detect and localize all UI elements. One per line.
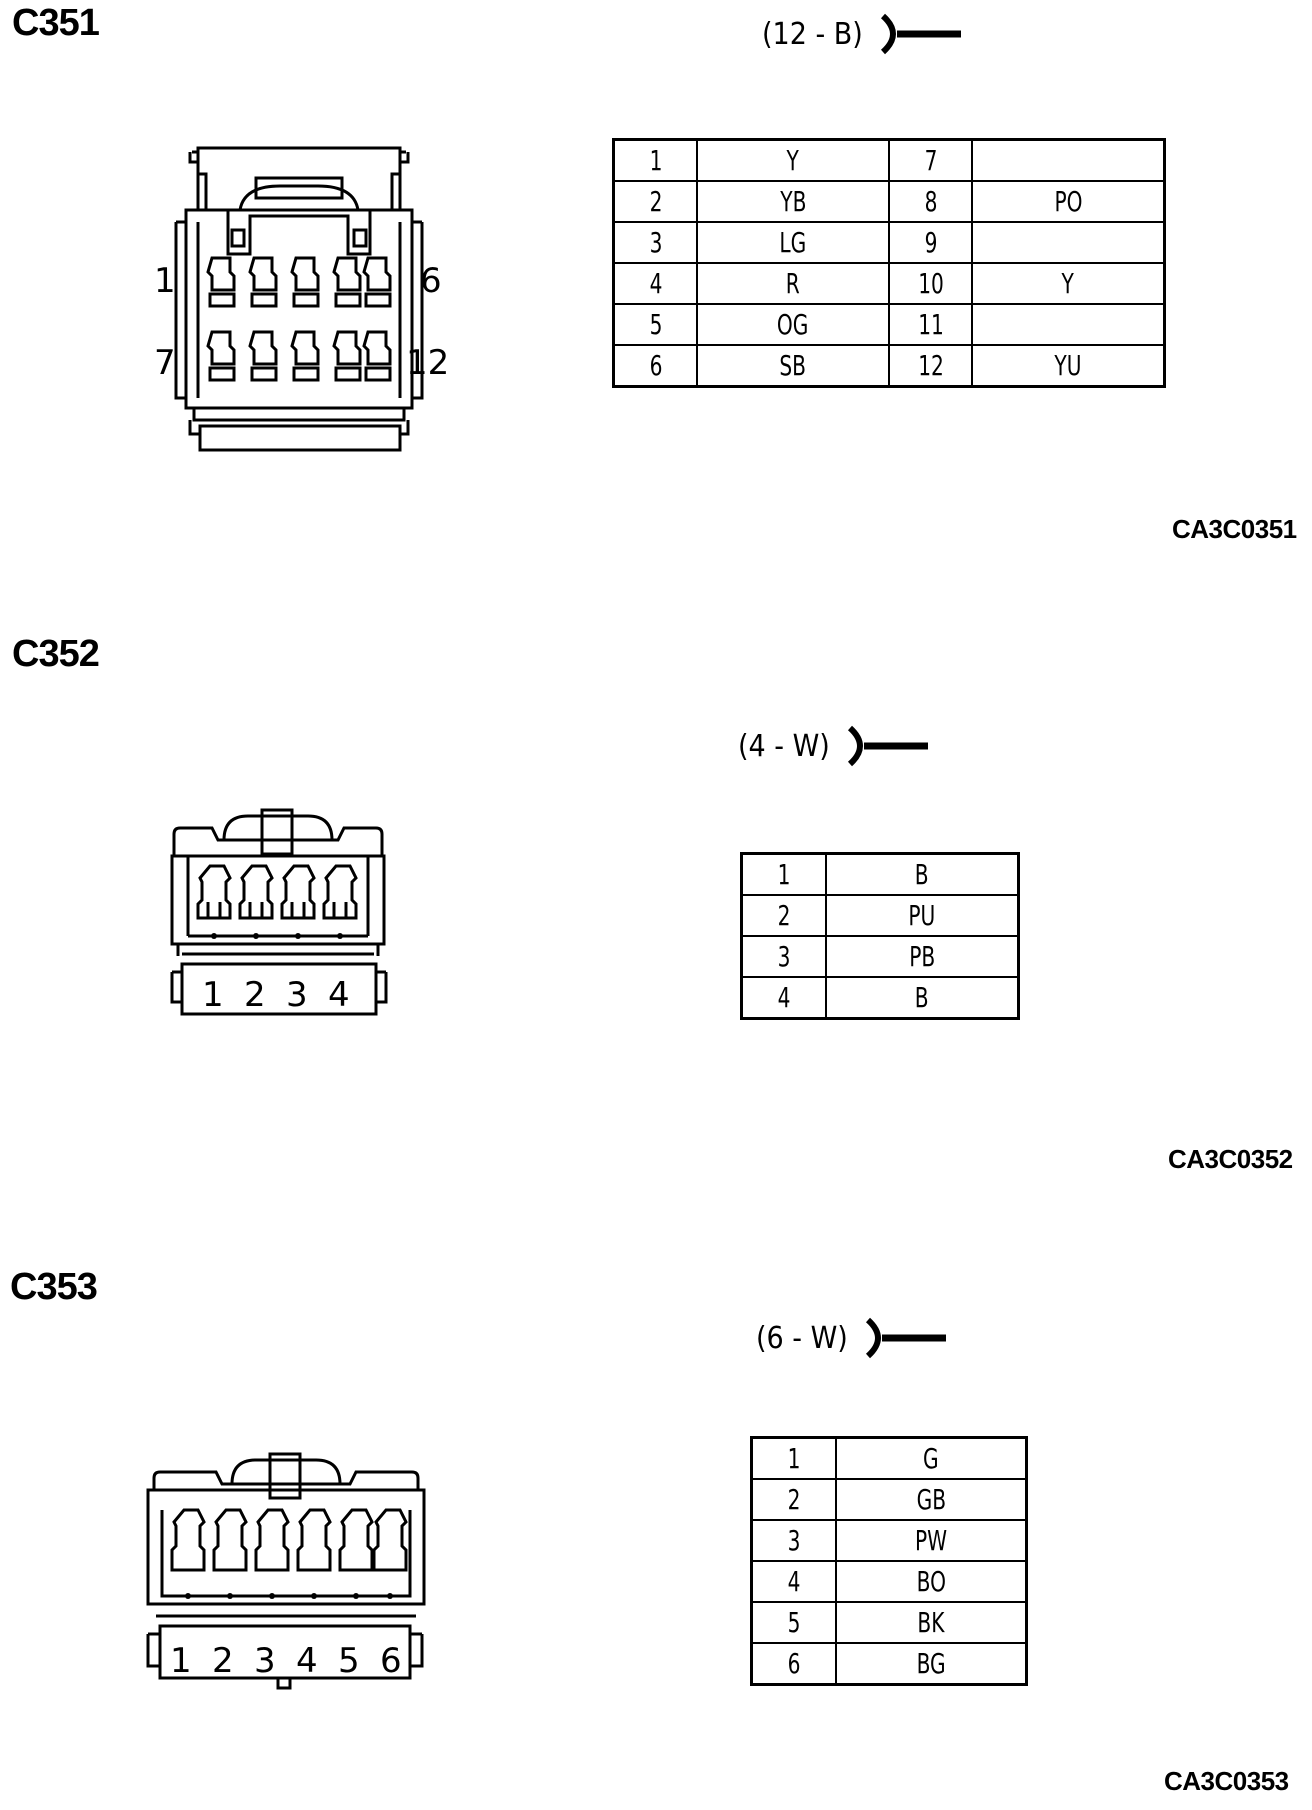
pin-number: 2 [612,180,699,223]
table-row: 4 BO [750,1560,1028,1603]
wire-color: YB [696,180,890,223]
wire-color: YU [971,344,1166,388]
wire-color: R [696,262,890,305]
table-row: 5 BK [750,1601,1028,1644]
pin-number: 6 [612,344,699,388]
face-label: 7 [154,343,176,383]
connector-face-c353: 1 2 3 4 5 6 [140,1450,430,1690]
table-row: 2 YB 8 PO [612,180,1166,223]
wire-color: LG [696,221,890,264]
wire-color [971,221,1166,264]
table-row: 6 SB 12 YU [612,344,1166,388]
table-row: 1 B [740,852,1020,896]
pin-number: 6 [750,1642,837,1686]
table-row: 2 PU [740,894,1020,937]
pin-number: 2 [740,894,827,937]
connector-symbol-icon [865,1317,946,1359]
pin-table-c351: 1 Y 7 2 YB 8 PO 3 LG 9 4 R 10 Y 5 OG 11 [612,138,1166,388]
wire-color: B [825,852,1020,896]
connector-section-c351: C351 (12 - B) [0,0,1312,560]
connector-face-c352: 1 2 3 4 [168,806,388,1026]
connector-spec: (6 - W) [756,1316,948,1360]
face-label: 2 [212,1641,234,1681]
pin-number: 8 [887,180,974,223]
wire-color: Y [696,138,890,182]
connector-spec: (4 - W) [738,724,930,768]
pin-number: 7 [887,138,974,182]
pin-table-c352: 1 B 2 PU 3 PB 4 B [740,852,1020,1020]
connector-id: C352 [12,633,100,675]
face-label: 12 [406,343,449,383]
wire-color [971,138,1166,182]
wire-color: PW [835,1519,1028,1562]
connector-symbol-icon [880,13,961,55]
pin-number: 2 [750,1478,837,1521]
face-label: 2 [244,975,266,1015]
face-label: 5 [338,1641,360,1681]
diagram-reference: CA3C0352 [1168,1144,1293,1174]
table-row: 5 OG 11 [612,303,1166,346]
wire-color: Y [971,262,1166,305]
wire-color: PB [825,935,1020,978]
face-label: 4 [328,975,350,1015]
pin-number: 1 [740,852,827,896]
wire-color: GB [835,1478,1028,1521]
pin-number: 5 [750,1601,837,1644]
wire-color: BO [835,1560,1028,1603]
connector-section-c352: C352 (4 - W) [0,620,1312,1180]
pin-number: 9 [887,221,974,264]
table-row: 1 Y 7 [612,138,1166,182]
connector-spec-label: (4 - W) [738,728,830,764]
table-row: 3 PB [740,935,1020,978]
connector-spec: (12 - B) [762,12,963,56]
face-label: 1 [170,1641,192,1681]
wire-color: G [835,1436,1028,1480]
wire-color [971,303,1166,346]
pin-table-c353: 1 G 2 GB 3 PW 4 BO 5 BK 6 BG [750,1436,1028,1686]
diagram-reference: CA3C0351 [1172,514,1297,544]
face-label: 3 [286,975,308,1015]
pin-number: 11 [887,303,974,346]
wire-color: BG [835,1642,1028,1686]
table-row: 4 B [740,976,1020,1020]
wire-color: B [825,976,1020,1020]
face-label: 1 [202,975,224,1015]
wire-color: BK [835,1601,1028,1644]
connector-id: C353 [10,1266,98,1308]
diagram-reference: CA3C0353 [1164,1766,1289,1796]
pin-number: 3 [750,1519,837,1562]
face-label: 4 [296,1641,318,1681]
connector-spec-label: (6 - W) [756,1320,848,1356]
table-row: 3 LG 9 [612,221,1166,264]
wire-color: OG [696,303,890,346]
table-row: 1 G [750,1436,1028,1480]
connector-face-c351: 1 6 7 12 [150,138,470,458]
pin-number: 3 [740,935,827,978]
wire-color: PU [825,894,1020,937]
connector-symbol-icon [847,725,928,767]
face-label: 1 [154,261,176,301]
wire-color: PO [971,180,1166,223]
pin-number: 3 [612,221,699,264]
pin-number: 1 [612,138,699,182]
pin-number: 4 [750,1560,837,1603]
connector-spec-label: (12 - B) [762,16,863,52]
pin-number: 12 [887,344,974,388]
wire-color: SB [696,344,890,388]
connector-section-c353: C353 (6 - W) [0,1240,1312,1810]
pin-number: 4 [740,976,827,1020]
pin-number: 4 [612,262,699,305]
table-row: 3 PW [750,1519,1028,1562]
pin-number: 10 [887,262,974,305]
face-label: 6 [420,261,442,301]
table-row: 4 R 10 Y [612,262,1166,305]
face-label: 6 [380,1641,402,1681]
connector-id: C351 [12,2,100,44]
pin-number: 1 [750,1436,837,1480]
table-row: 6 BG [750,1642,1028,1686]
table-row: 2 GB [750,1478,1028,1521]
pin-number: 5 [612,303,699,346]
face-label: 3 [254,1641,276,1681]
